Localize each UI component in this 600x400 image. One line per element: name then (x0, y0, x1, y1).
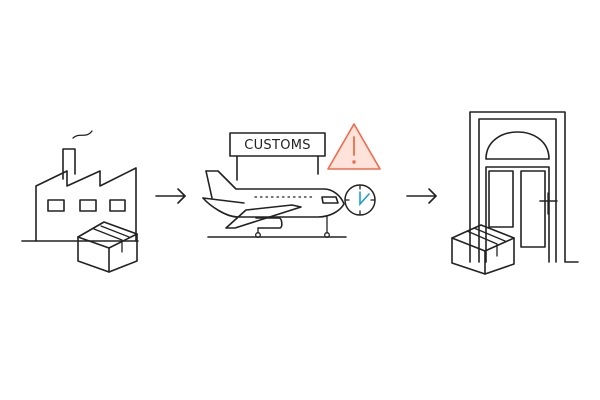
box-icon (77, 221, 138, 273)
arrow-right-icon (155, 188, 186, 204)
door-icon (469, 111, 579, 263)
customs-sign-icon: CUSTOMS (229, 132, 326, 181)
warning-triangle-icon (327, 123, 381, 170)
box-icon (451, 224, 515, 275)
customs-sign-label: CUSTOMS (244, 138, 311, 153)
airplane-icon (202, 170, 347, 238)
factory-icon (21, 130, 139, 242)
clock-icon (344, 184, 376, 216)
arrow-right-icon (406, 188, 437, 204)
